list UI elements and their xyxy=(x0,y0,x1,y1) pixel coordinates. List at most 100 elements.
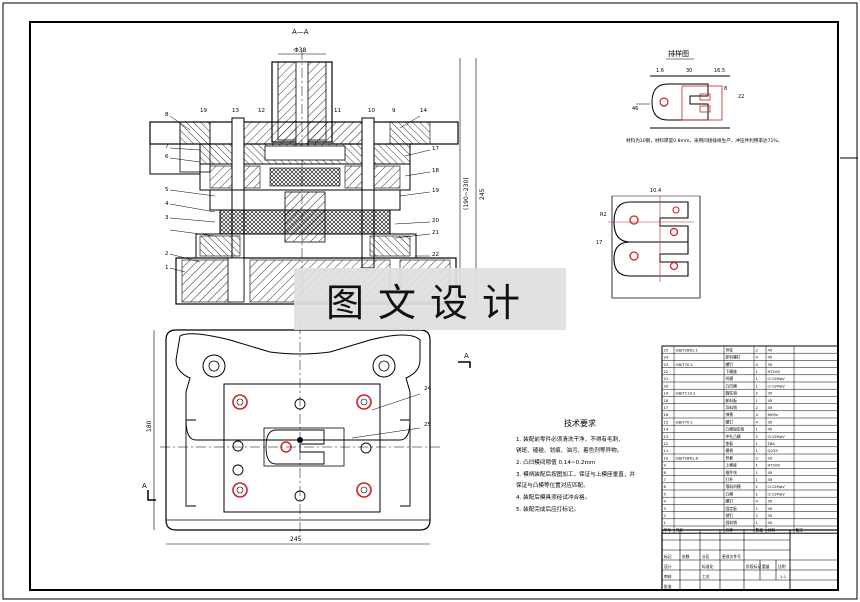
bom-cell: 11 xyxy=(664,448,669,453)
bom-cell: 45 xyxy=(768,470,773,475)
bom-cell: 45 xyxy=(768,427,773,432)
bom-cell: 5 xyxy=(664,491,667,496)
bom-cell: 12 xyxy=(664,441,669,446)
bom-cell: 螺钉 xyxy=(726,419,734,424)
svg-text:25: 25 xyxy=(424,422,431,428)
bom-cell: 14 xyxy=(664,427,669,432)
strip-title: 排样图 xyxy=(668,49,689,58)
bom-cell: 上模座 xyxy=(726,463,738,468)
bom-cell: 45 xyxy=(768,355,773,360)
bom-cell: 4 xyxy=(756,412,759,417)
title-block: 标记 处数 分区 更改文件号 设计 标准化 审核 工艺 批准 阶段标记 重量 比… xyxy=(661,529,839,591)
bom-cell: 1 xyxy=(756,520,759,525)
bom-cell: GB/T2861.6 xyxy=(676,455,699,460)
bom-cell: HT200 xyxy=(768,369,781,374)
plan-view: 245 180 A A 24 25 xyxy=(142,324,471,545)
bom-cell: 挡料销 xyxy=(726,520,738,525)
bom-cell: 1 xyxy=(756,448,759,453)
svg-text:处数: 处数 xyxy=(682,554,690,559)
bom-cell: 25 xyxy=(664,347,669,352)
bom-cell: 凹模 xyxy=(726,376,734,381)
bom-cell: 45 xyxy=(768,405,773,410)
svg-text:10.4: 10.4 xyxy=(650,188,661,194)
bom-cell: 1 xyxy=(756,383,759,388)
bom-cell: 1 xyxy=(756,463,759,468)
strip-note: 材料为10钢，材料厚度0.8mm，采用间接排样生产，冲压件利用率达71%。 xyxy=(626,137,782,144)
bom-cell: 18 xyxy=(664,398,669,403)
bom-cell: 固定板 xyxy=(726,506,738,511)
bom-cell: 卸料螺钉 xyxy=(726,355,741,360)
bom-cell: 45 xyxy=(768,347,773,352)
svg-text:重量: 重量 xyxy=(762,564,770,569)
view-label: A—A xyxy=(292,28,309,36)
bom-cell: 推件块 xyxy=(726,470,738,475)
svg-text:3. 模柄装配后按图加工，保证与上模座垂直，并: 3. 模柄装配后按图加工，保证与上模座垂直，并 xyxy=(516,470,635,478)
bom-cell: 1 xyxy=(756,470,759,475)
svg-text:锈斑、磕碰、划痕、油污、着色剂等异物。: 锈斑、磕碰、划痕、油污、着色剂等异物。 xyxy=(516,446,622,454)
svg-text:A: A xyxy=(142,482,147,490)
svg-text:22: 22 xyxy=(738,94,744,100)
bom-cell: 导料销 xyxy=(726,405,738,410)
svg-text:审核: 审核 xyxy=(664,574,672,579)
bom-cell: 凸凹模 xyxy=(726,383,738,388)
svg-text:21: 21 xyxy=(432,230,439,236)
bom-cell: Q235 xyxy=(768,448,779,453)
bom-cell: 15 xyxy=(664,419,669,424)
bom-cell: 8 xyxy=(664,470,667,475)
bom-cell: 1 xyxy=(756,477,759,482)
svg-text:阶段标记: 阶段标记 xyxy=(746,564,761,569)
svg-text:批准: 批准 xyxy=(664,584,672,589)
bom-cell: T8A xyxy=(767,441,776,446)
bom-cell: 1 xyxy=(756,506,759,511)
svg-text:1:1: 1:1 xyxy=(780,574,787,579)
bom-cell: 35 xyxy=(768,362,773,367)
bom-cell: 导套 xyxy=(726,455,734,460)
bom-cell: GB/T2861.1 xyxy=(676,347,699,352)
bom-cell: 4 xyxy=(756,499,759,504)
inner-frame xyxy=(29,21,839,591)
bom-cell: GB/T70.1 xyxy=(676,362,694,367)
svg-text:8: 8 xyxy=(165,112,169,118)
svg-text:更改文件号: 更改文件号 xyxy=(722,554,741,559)
bom-cell: 落料凹模 xyxy=(726,484,741,489)
svg-text:13: 13 xyxy=(232,108,239,114)
bom-cell: 7 xyxy=(664,477,667,482)
part-drawing: 10.4 R2 17 xyxy=(596,188,701,299)
bom-cell: 4 xyxy=(756,362,759,367)
bom-cell: 垫板 xyxy=(726,441,734,446)
bom-cell: 2 xyxy=(756,513,759,518)
svg-text:8: 8 xyxy=(724,86,727,92)
technical-requirements: 技术要求 1. 装配前零件必须清洗干净，不得有毛刺、 锈斑、磕碰、划痕、油污、着… xyxy=(516,418,635,513)
svg-text:标记: 标记 xyxy=(664,554,672,559)
bom-cell: Cr12MoV xyxy=(768,434,786,439)
svg-text:2. 凸凹模间隙值 0.14~0.2mm: 2. 凸凹模间隙值 0.14~0.2mm xyxy=(516,458,595,466)
bom-cell: 23 xyxy=(664,362,669,367)
svg-text:19: 19 xyxy=(200,108,207,114)
bom-cell: 螺钉 xyxy=(726,362,734,367)
bom-cell: 13 xyxy=(664,434,669,439)
bom-cell: GB/T70.1 xyxy=(676,419,694,424)
bom-cell: 螺钉 xyxy=(726,499,734,504)
bom-cell: Cr12MoV xyxy=(768,376,786,381)
section-view: A—A Φ38 xyxy=(149,28,486,305)
svg-text:Φ38: Φ38 xyxy=(294,47,307,54)
bom-cell: 1 xyxy=(664,520,667,525)
svg-text:设计: 设计 xyxy=(664,564,672,569)
svg-text:保证与凸模等位置对应匹配。: 保证与凸模等位置对应匹配。 xyxy=(516,481,589,489)
bom-cell: Cr12MoV xyxy=(768,491,786,496)
svg-text:A: A xyxy=(464,352,469,360)
svg-text:工艺: 工艺 xyxy=(702,574,710,579)
bom-cell: 卸料板 xyxy=(726,398,738,403)
svg-text:24: 24 xyxy=(424,386,431,392)
bom-cell: 2 xyxy=(756,347,759,352)
svg-text:18: 18 xyxy=(432,168,439,174)
svg-text:4: 4 xyxy=(165,201,169,207)
bom-cell: 65Mn xyxy=(768,412,779,417)
bom-cell: 1 xyxy=(756,491,759,496)
svg-text:3: 3 xyxy=(165,215,169,221)
svg-text:1: 1 xyxy=(165,265,169,271)
bom-cell: 35 xyxy=(768,513,773,518)
bom-cell: Cr12MoV xyxy=(768,383,786,388)
bom-cell: 2 xyxy=(664,513,667,518)
